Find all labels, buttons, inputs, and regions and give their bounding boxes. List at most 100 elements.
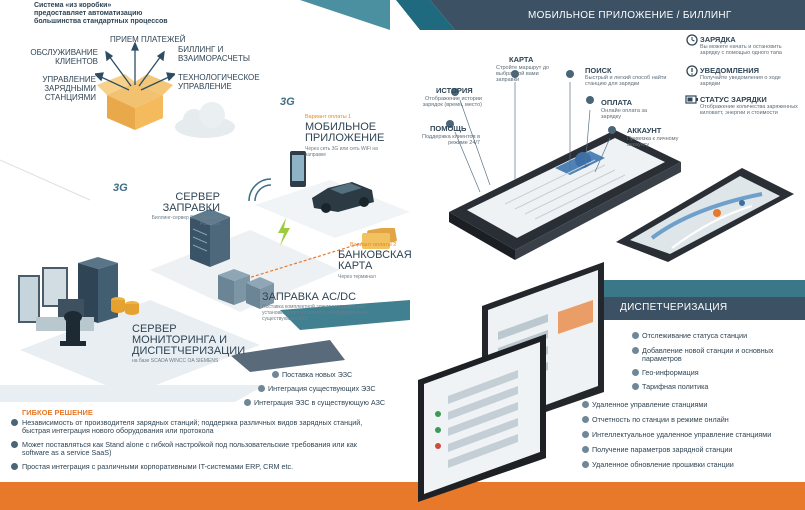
bullet-icon	[11, 441, 18, 448]
phone-mid-icon	[290, 151, 306, 187]
bullet-icon	[632, 369, 639, 376]
bank-card-desc: Через терминал	[338, 274, 376, 280]
lightning-icon	[278, 218, 290, 246]
charging-station-icon	[218, 269, 274, 309]
dispatch-item: Гео-информация	[632, 368, 699, 377]
bullet-icon	[11, 463, 18, 470]
feature-help-desc: Поддержка клиентов в режиме 24/7	[422, 134, 480, 146]
mobile-variant-label: Вариант оплаты 1	[305, 114, 352, 120]
feature-search-desc: Быстрый и легкий способ найти станцию дл…	[585, 75, 667, 87]
dispatch-text: Гео-информация	[642, 368, 699, 377]
dispatch-item: Тарифная политика	[632, 382, 709, 391]
dispatch-text: Интеллектуальное удаленное управление ст…	[592, 430, 772, 439]
feature-leader-lines	[446, 70, 616, 193]
bullet-icon	[582, 461, 589, 468]
dispatch-item: Удаленное обновление прошивки станции	[582, 460, 734, 469]
feature-payment-desc: Онлайн оплата за зарядку	[601, 108, 648, 120]
flexible-item: Может поставляться как Stand alone с гиб…	[11, 440, 367, 457]
bank-variant-label: Вариант оплаты 2	[350, 242, 397, 248]
label-payments: Прием платежей	[110, 35, 186, 44]
integration-text: Поставка новых ЭЗС	[282, 370, 353, 379]
integration-item: Интеграция ЭЗС в существующую АЗС	[244, 398, 386, 407]
flexible-text: Может поставляться как Stand alone с гиб…	[22, 440, 357, 457]
bullet-icon	[582, 401, 589, 408]
integration-item: Поставка новых ЭЗС	[272, 370, 353, 379]
intro-line-2: предоставляет автоматизацию	[34, 10, 143, 17]
flexible-item: Независимость от производителя зарядных …	[11, 418, 367, 435]
car-icon	[312, 182, 374, 213]
bullet-icon	[244, 399, 251, 406]
dispatch-item: Интеллектуальное удаленное управление ст…	[582, 430, 772, 439]
dispatch-text: Получение параметров зарядной станции	[592, 445, 733, 454]
mobile-app-title: Мобильное приложение	[305, 121, 385, 144]
flexible-text: Простая интеграция с различными корпорат…	[22, 462, 294, 471]
dispatch-section-title: Диспетчеризация	[620, 302, 728, 313]
side-status-desc: Отображение количества заряженных килова…	[700, 104, 798, 116]
intro-line-1: Система «из коробки»	[34, 2, 112, 9]
integration-text: Интеграция ЭЗС в существующую АЗС	[254, 398, 386, 407]
intro-text: Система «из коробки» предоставляет автом…	[34, 2, 168, 26]
feature-account-title: Аккаунт	[627, 126, 662, 135]
bullet-icon	[272, 371, 279, 378]
flexible-title: Гибкое решение	[22, 408, 93, 417]
monitoring-title: Сервер мониторинга и диспетчеризации	[132, 323, 246, 357]
monitoring-desc: на базе SCADA WINCC OA SIEMENS	[132, 358, 219, 364]
feature-history-title: История	[436, 86, 473, 95]
bullet-icon	[582, 446, 589, 453]
dispatch-text: Тарифная политика	[642, 382, 709, 391]
dispatch-item: Удаленное управление станциями	[582, 400, 708, 409]
mobile-app-desc: Через сеть 3G или сеть WiFi на заправке	[305, 146, 378, 158]
bullet-icon	[632, 383, 639, 390]
dispatch-item: Добавление новой станции и основных пара…	[632, 346, 792, 363]
cloud-icon	[175, 102, 235, 138]
feature-map-title: Карта	[509, 55, 534, 64]
flexible-item: Простая интеграция с различными корпорат…	[11, 462, 367, 471]
exclamation-icon	[686, 65, 698, 77]
bank-card-title: Банковская карта	[338, 249, 412, 272]
feature-help-title: Помощь	[430, 124, 467, 133]
bullet-icon	[258, 385, 265, 392]
side-status-title: Статус зарядки	[700, 95, 767, 104]
label-tech: Технологическое управление	[178, 73, 260, 91]
battery-icon	[685, 95, 698, 104]
label-billing: Биллинг и взаиморасчеты	[178, 45, 250, 63]
smartphone-illustration	[449, 130, 681, 260]
dispatch-text: Отчетность по станции в режиме онлайн	[592, 415, 729, 424]
mobile-section-title: Мобильное приложение / биллинг	[528, 10, 732, 21]
dispatch-text: Добавление новой станции и основных пара…	[642, 346, 774, 363]
bullet-icon	[632, 347, 639, 354]
side-charging-desc: Вы можете начать и остановить зарядку с …	[700, 44, 782, 56]
feature-account-desc: Привязка к личному аккаунту	[627, 136, 679, 148]
dispatch-text: Удаленное управление станциями	[592, 400, 708, 409]
bullet-icon	[582, 431, 589, 438]
label-service: Обслуживание клиентов	[30, 48, 98, 66]
feature-history-desc: Отображение истории зарядок (время, мест…	[422, 96, 482, 108]
side-notifications-title: Уведомления	[700, 66, 759, 75]
intro-line-3: большинства стандартных процессов	[34, 18, 168, 25]
feature-search-title: Поиск	[585, 66, 612, 75]
dispatch-item: Отслеживание статуса станции	[632, 332, 747, 340]
side-notifications-desc: Получайте уведомления о ходе зарядки	[700, 75, 781, 87]
flexible-text: Независимость от производителя зарядных …	[22, 418, 363, 435]
feature-map-desc: Стройте маршрут до выбранной вами заправ…	[496, 65, 550, 83]
integration-text: Интеграция существующих ЭЗС	[268, 384, 376, 393]
server-desc: Биллинг-сервер База данных Postgres	[151, 215, 220, 227]
clock-icon	[686, 34, 698, 46]
box-icon	[95, 41, 175, 130]
station-title: Заправка AC/DC	[262, 291, 357, 303]
bullet-icon	[632, 332, 639, 339]
smartphone-map-illustration	[616, 168, 794, 262]
label-3g-left: 3G	[113, 182, 128, 194]
monitors-illustration	[418, 262, 604, 502]
station-desc: Поставка комплектной электрозаправки или…	[262, 304, 368, 322]
server-title: Сервер заправки	[162, 191, 220, 214]
dispatch-text: Удаленное обновление прошивки станции	[592, 460, 734, 469]
integration-item: Интеграция существующих ЭЗС	[258, 384, 376, 393]
dispatch-item: Отчетность по станции в режиме онлайн	[582, 415, 729, 424]
payment-path-dashed	[232, 242, 363, 284]
label-stations: Управление зарядными станциями	[42, 75, 96, 102]
dispatch-item: Получение параметров зарядной станции	[582, 445, 733, 454]
bullet-icon	[11, 419, 18, 426]
coins-icon	[111, 297, 139, 315]
